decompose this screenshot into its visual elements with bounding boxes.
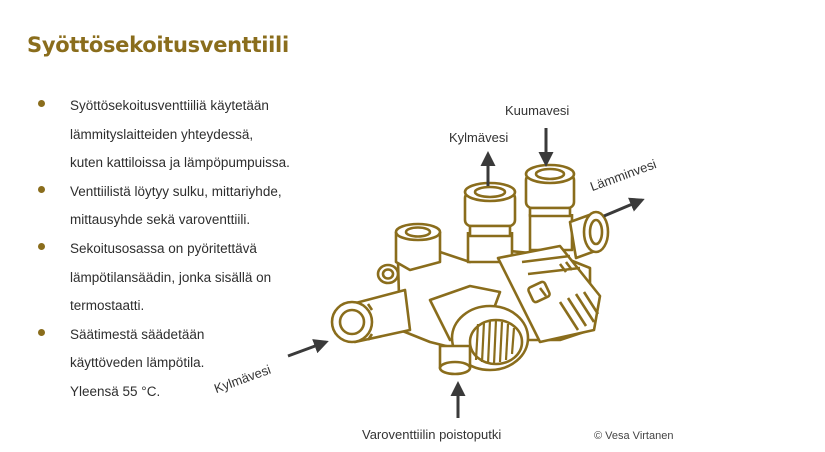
label-kylmavesi-top: Kylmävesi xyxy=(449,130,509,145)
bullet-item: Sekoitusosassa on pyöritettävä lämpötila… xyxy=(38,235,368,321)
bullet-dot-icon xyxy=(38,185,45,193)
thermostat-window xyxy=(527,280,551,304)
label-kuumavesi: Kuumavesi xyxy=(505,103,570,118)
bullet-line: Säätimestä säädetään xyxy=(70,326,205,342)
hot-inlet-body xyxy=(528,214,574,252)
bullet-line: lämmityslaitteiden yhteydessä, xyxy=(70,126,254,142)
bullet-line: Syöttösekoitusventtiiliä käytetään xyxy=(70,98,269,113)
bullet-line: Venttiilistä löytyy sulku, mittariyhde, xyxy=(70,183,282,199)
slide-title: Syöttösekoitusventtiili xyxy=(27,33,289,57)
bullet-line: kuten kattiloissa ja lämpöpumpuissa. xyxy=(70,155,290,171)
copyright-text: © Vesa Virtanen xyxy=(594,430,674,442)
bullet-list: Syöttösekoitusventtiiliä käytetään lämmi… xyxy=(38,92,368,407)
bullet-item: Syöttösekoitusventtiiliä käytetään lämmi… xyxy=(38,92,368,178)
bullet-line: termostaatti. xyxy=(70,298,145,314)
arrow-lamminvesi xyxy=(603,197,645,218)
bullet-dot-icon xyxy=(38,328,45,336)
arrow-kylmavesi-left xyxy=(287,339,329,358)
bullet-line: mittausyhde sekä varoventtiili. xyxy=(70,212,251,228)
knob-ribs xyxy=(474,319,516,365)
bullet-item: Säätimestä säädetään käyttöveden lämpöti… xyxy=(38,321,368,407)
bullet-item: Venttiilistä löytyy sulku, mittariyhde, … xyxy=(38,178,368,235)
bullet-line: Yleensä 55 °C. xyxy=(70,383,161,399)
cold-inlet-body xyxy=(466,232,514,264)
dial-ribs xyxy=(558,291,600,331)
bullet-line: käyttöveden lämpötila. xyxy=(70,355,205,371)
bullet-line: lämpötilansäädin, jonka sisällä on xyxy=(70,269,272,285)
bullet-dot-icon xyxy=(38,100,45,107)
left-stub xyxy=(394,232,442,272)
label-varoventtiilin-poistoputki: Varoventtiilin poistoputki xyxy=(362,427,502,442)
bullet-line: Sekoitusosassa on pyöritettävä xyxy=(70,240,257,256)
bullet-dot-icon xyxy=(38,242,45,250)
